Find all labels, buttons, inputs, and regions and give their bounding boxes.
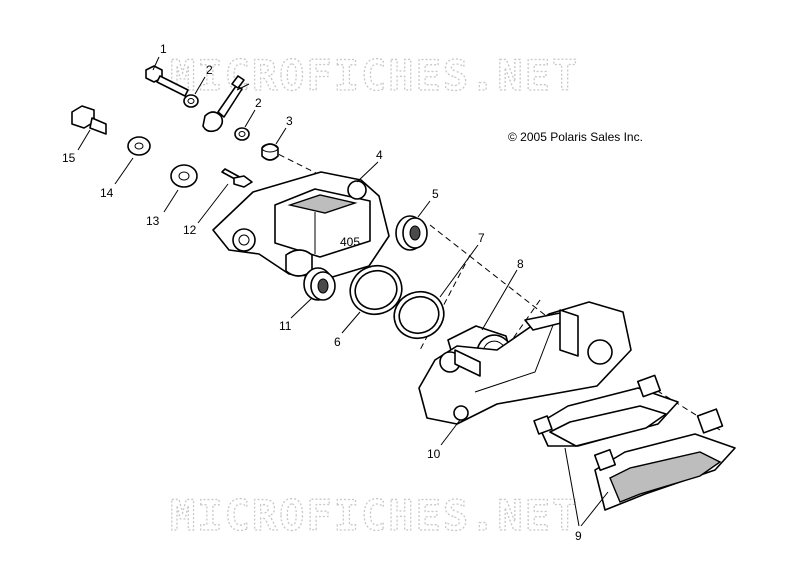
part-4-caliper-body: 405 [212, 171, 390, 279]
caliper-stamp: 405 [340, 235, 360, 249]
callout-2-lower: 2 [255, 96, 262, 110]
callout-12: 12 [183, 223, 197, 237]
callout-11: 11 [279, 319, 292, 333]
part-2-washer-lower [234, 127, 250, 141]
callout-labels: 1 2 2 3 4 5 7 8 15 14 13 12 11 6 10 9 [62, 42, 582, 543]
part-14-washer [127, 136, 151, 156]
callout-3: 3 [286, 114, 293, 128]
part-13-washer [170, 164, 198, 188]
part-2-washer-upper [183, 94, 199, 108]
leader-lines [77, 56, 609, 527]
callout-13: 13 [146, 214, 160, 228]
part-7-o-ring [393, 290, 445, 340]
callout-9: 9 [575, 529, 582, 543]
part-9-brake-pad-inner [533, 374, 679, 447]
callout-1: 1 [160, 42, 167, 56]
part-10-mounting-bracket [418, 301, 632, 425]
callout-14: 14 [100, 186, 114, 200]
part-12-bleeder-screw [221, 168, 253, 188]
part-5-piston-seal [395, 215, 428, 251]
part-9-brake-pad-outer [593, 408, 736, 511]
part-1-bolt [145, 65, 189, 97]
part-3-bushing [261, 143, 279, 161]
callout-2-upper: 2 [206, 63, 213, 77]
part-11-piston-seal [303, 267, 336, 301]
copyright-notice: © 2005 Polaris Sales Inc. [508, 130, 643, 144]
banjo-fitting [202, 75, 250, 133]
callout-10: 10 [427, 447, 441, 461]
callout-4: 4 [376, 148, 383, 162]
callout-15: 15 [62, 151, 76, 165]
part-6-o-ring [349, 264, 403, 316]
callout-5: 5 [432, 187, 439, 201]
callout-6: 6 [334, 335, 341, 349]
callout-8: 8 [517, 257, 524, 271]
part-15-bolt [71, 105, 107, 135]
callout-7: 7 [478, 231, 485, 245]
watermark-bottom: MICROFICHES.NET [170, 491, 579, 540]
